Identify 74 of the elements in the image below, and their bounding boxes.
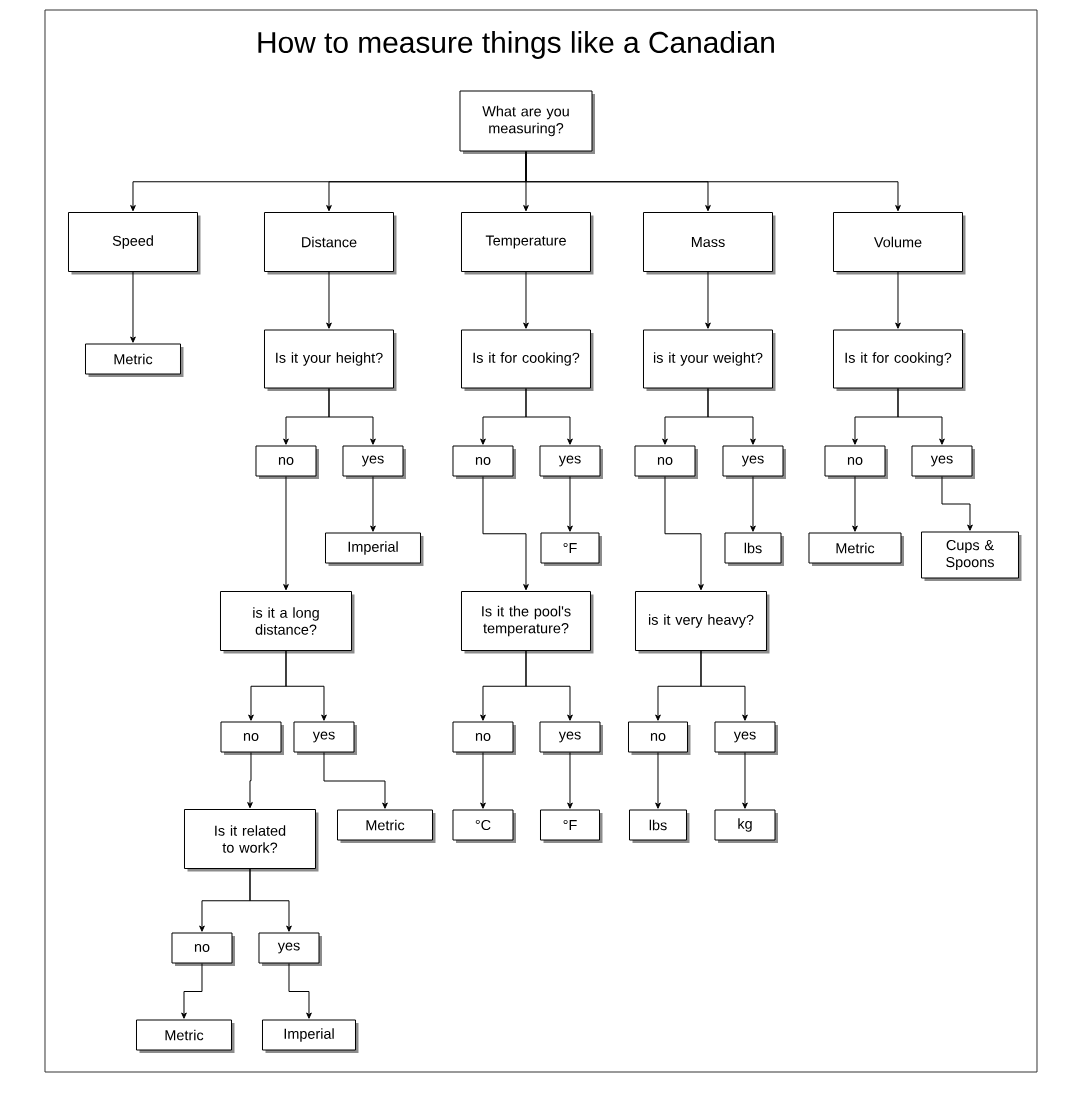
arrow — [705, 271, 711, 329]
arrow — [655, 752, 661, 809]
flow-box: yes — [714, 721, 778, 755]
flow-box: yes — [258, 932, 322, 966]
flow-box: Metric — [85, 343, 184, 377]
flow-box: yes — [539, 445, 603, 479]
flow-box: Metric — [136, 1019, 235, 1053]
flow-box: no — [452, 445, 516, 479]
arrow — [852, 476, 858, 532]
arrow — [249, 868, 292, 932]
flow-box: yes — [722, 445, 786, 479]
flow-box: yes — [539, 721, 603, 755]
arrow — [288, 963, 312, 1019]
flow-box: lbs — [629, 809, 690, 843]
flow-box: Is it your height? — [264, 329, 397, 391]
arrow — [742, 752, 748, 809]
flow-box: yes — [911, 445, 975, 479]
arrow — [326, 271, 332, 329]
arrow — [323, 752, 388, 809]
flow-box: Imperial — [262, 1019, 359, 1053]
flow-box: yes — [342, 445, 406, 479]
flow-box: no — [452, 721, 516, 755]
flow-box: Is it related to work? — [184, 809, 319, 872]
arrow — [525, 388, 573, 445]
arrow — [283, 476, 289, 591]
arrow — [525, 650, 573, 721]
flow-box: °F — [540, 532, 602, 566]
arrow — [181, 963, 203, 1019]
arrow — [707, 388, 756, 445]
flow-box: no — [628, 721, 691, 755]
flow-box: no — [171, 932, 235, 966]
flow-box: Distance — [264, 212, 397, 275]
flow-box: is it very heavy? — [635, 591, 770, 654]
flow-box: Mass — [643, 212, 776, 275]
flow-box: is it a long distance? — [220, 591, 355, 654]
flow-box: Imperial — [325, 532, 424, 566]
flow-box: no — [824, 445, 888, 479]
arrow — [523, 271, 529, 329]
arrow — [567, 752, 573, 809]
flow-box: Volume — [833, 212, 966, 275]
flow-box: °C — [452, 809, 516, 843]
arrow — [941, 476, 973, 531]
flow-box: Cups & Spoons — [921, 531, 1022, 581]
arrow — [700, 650, 748, 721]
flow-box: Speed — [68, 212, 201, 275]
flow-box: Is it for cooking? — [461, 329, 594, 391]
flow-box: Is it the pool's temperature? — [461, 591, 594, 654]
arrow — [130, 271, 136, 343]
arrow — [370, 476, 376, 532]
flow-box: °F — [540, 809, 603, 843]
flow-box: Metric — [337, 809, 436, 843]
arrow — [664, 476, 704, 591]
flow-box: no — [255, 445, 319, 479]
flow-box: no — [634, 445, 698, 479]
arrow — [285, 650, 327, 721]
flow-box: no — [220, 721, 284, 755]
arrow — [525, 151, 901, 212]
flow-box: is it your weight? — [643, 329, 776, 391]
arrow — [897, 388, 945, 445]
title: How to measure things like a Canadian — [258, 31, 774, 59]
arrow — [482, 476, 529, 591]
arrow — [247, 752, 253, 809]
flow-box: yes — [293, 721, 357, 755]
arrow — [567, 476, 573, 532]
flow-box: What are you measuring? — [459, 90, 595, 154]
arrow — [895, 271, 901, 329]
flow-box: lbs — [724, 532, 784, 566]
arrow — [480, 752, 486, 809]
flow-box: Metric — [808, 532, 904, 566]
flow-box: kg — [714, 809, 778, 843]
flow-box: Temperature — [461, 212, 594, 275]
arrow — [328, 388, 376, 445]
arrow — [750, 476, 756, 532]
flow-box: Is it for cooking? — [833, 329, 966, 391]
